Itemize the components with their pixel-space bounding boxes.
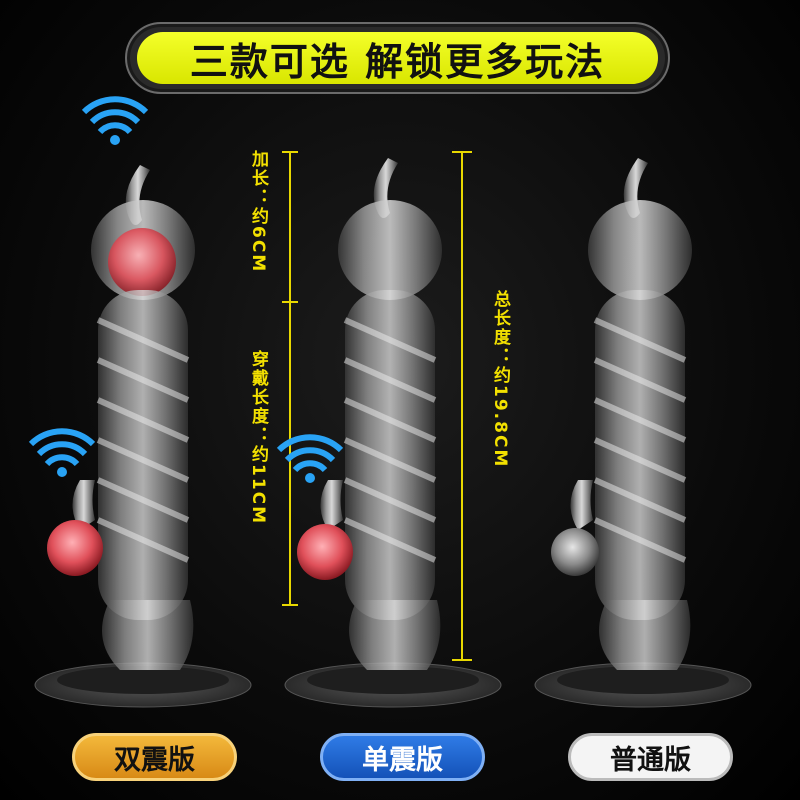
product-single-vibe: [284, 158, 502, 708]
wear-length-label: 穿戴长度：约11CM: [248, 350, 268, 526]
extension-length-label: 加长：约6CM: [248, 150, 268, 274]
wifi-signal-icon: [276, 434, 344, 483]
title-banner: 三款可选 解锁更多玩法: [125, 22, 670, 94]
variant-label: 普通版: [610, 744, 691, 776]
variant-double-vibe-button[interactable]: 双震版: [72, 733, 237, 781]
total-length-label: 总长度：约19.8CM: [490, 290, 510, 469]
measure-lines: [282, 151, 472, 661]
title-banner-inner: 三款可选 解锁更多玩法: [137, 32, 658, 84]
product-standard: [534, 158, 752, 708]
variant-single-vibe-button[interactable]: 单震版: [320, 733, 485, 781]
product-double-vibe: [34, 165, 252, 708]
wifi-signal-icon: [28, 428, 96, 477]
variant-standard-button[interactable]: 普通版: [568, 733, 733, 781]
wifi-signal-icon: [81, 96, 149, 145]
banner-title: 三款可选 解锁更多玩法: [189, 39, 606, 84]
variant-label: 单震版: [362, 744, 443, 776]
variant-label: 双震版: [114, 744, 195, 776]
